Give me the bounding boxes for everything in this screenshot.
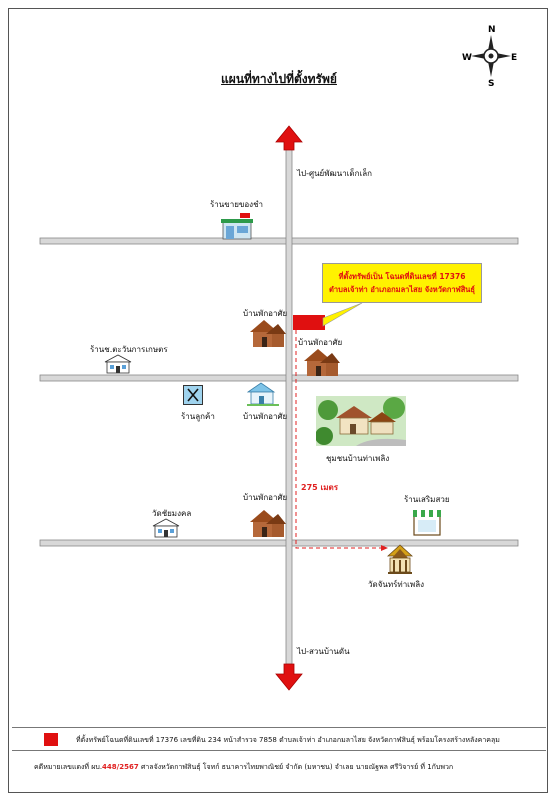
road-3 [39,539,519,547]
map-title: แผนที่ทางไปที่ตั้งทรัพย์ [221,72,337,86]
house-icon [250,510,286,537]
place-temple-1-label: วัดชัยมงคล [152,509,192,518]
compass-s: S [488,79,494,88]
place-restaurant-label: ร้านลูกค้า [181,412,215,421]
restaurant-icon [183,385,203,405]
case-footer: คดีหมายเลขแดงที่ ผบ.448/2567 ศาลจังหวัดก… [34,762,453,773]
place-agri-shop-label: ร้านช.ตะวันการเกษตร [90,345,168,354]
temple-icon [152,518,180,538]
property-callout: ที่ตั้งทรัพย์เป็น โฉนดที่ดินเลขที่ 17376… [322,263,482,303]
village-icon [316,396,406,446]
arrow-up-icon [275,125,303,151]
place-house-1-label: บ้านพักอาศัย [243,309,288,318]
compass-n: N [488,25,496,35]
place-shop-top-label: ร้านขายของชำ [210,200,264,209]
place-house-2-label: บ้านพักอาศัย [298,338,343,347]
shop-icon [104,354,132,374]
house-icon [250,320,286,347]
route-line [295,330,383,549]
arrow-down-icon [275,663,303,691]
distance-label: 275 เมตร [301,483,338,492]
road-1 [39,237,519,245]
legend-property-swatch [44,733,58,746]
footer-prefix: คดีหมายเลขแดงที่ ผบ. [34,763,103,771]
footer-rest: ศาลจังหวัดกาฬสินธุ์ โจทก์ ธนาคารไทยพาณิช… [140,763,454,771]
property-marker [293,315,325,330]
shop-icon [221,213,253,240]
temple-icon [386,544,414,574]
place-beauty-shop-label: ร้านเสริมสวย [404,495,450,504]
compass-e: E [511,53,517,63]
legend: ที่ตั้งทรัพย์โฉนดที่ดินเลขที่ 17376 เลขท… [12,727,546,751]
callout-line2: ตำบลเจ้าท่า อำเภอกมลาไสย จังหวัดกาฬสินธุ… [329,285,475,294]
map-frame [8,8,548,793]
place-community-label: ชุมชนบ้านท่าเพลิง [326,454,390,463]
direction-north-label: ไป-ศูนย์พัฒนาเด็กเล็ก [297,169,372,178]
shop-icon [413,510,441,536]
road-2 [39,374,519,382]
house-icon [247,382,279,406]
compass-w: W [462,53,472,63]
direction-south-label: ไป-สวนบ้านดัน [297,647,350,656]
legend-text: ที่ตั้งทรัพย์โฉนดที่ดินเลขที่ 17376 เลขท… [76,736,500,744]
compass-rose-icon: N S W E [462,25,517,88]
footer-case-number: 448/2567 [102,763,139,771]
place-temple-2-label: วัดจันทร์ท่าเพลิง [368,580,424,589]
place-house-4-label: บ้านพักอาศัย [243,493,288,502]
place-house-3-label: บ้านพักอาศัย [243,412,288,421]
house-icon [304,349,340,376]
main-road [285,147,293,665]
callout-line1: ที่ตั้งทรัพย์เป็น โฉนดที่ดินเลขที่ 17376 [338,272,466,281]
